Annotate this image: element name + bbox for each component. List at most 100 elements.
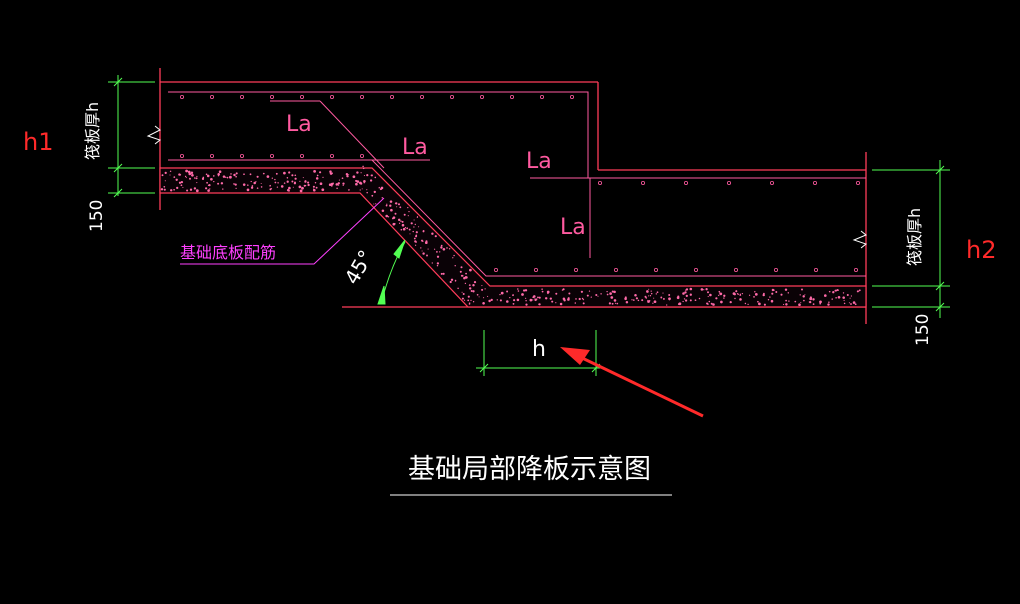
cushion-speckle [465,272,467,275]
cushion-speckle [600,293,602,295]
cushion-speckle [744,302,747,305]
cushion-speckle [266,175,270,178]
cushion-speckle [410,222,413,225]
cushion-speckle [420,247,422,249]
rebar-dot [774,267,779,272]
cushion-speckle [269,184,271,187]
cushion-speckle [397,218,401,222]
cushion-speckle [431,262,433,264]
cushion-speckle [229,175,232,179]
cushion-speckle [387,216,390,218]
cushion-speckle [788,300,790,302]
cushion-speckle [299,189,303,193]
cushion-speckle [413,237,416,240]
cushion-speckle [403,213,406,216]
bottom-rebar-upper [168,159,866,277]
dim-left-tick-3 [113,188,123,198]
cushion-speckle [532,299,534,301]
cushion-speckle [390,208,393,212]
cushion-speckle [758,302,761,306]
cushion-speckle [517,290,520,292]
rebar-dot [654,267,659,272]
rebar-dot [598,180,603,185]
cushion-speckle [715,297,718,300]
rebar-dot [359,153,364,158]
cushion-speckle [625,301,629,304]
cushion-speckle [375,203,377,205]
cushion-speckle [363,182,365,184]
cushion-speckle [500,291,504,295]
cushion-speckle [449,280,452,284]
label-bottom-rebar: 基础底板配筋 [180,243,276,262]
cushion-speckle [373,190,376,194]
cushion-speckle [843,302,846,305]
cushion-speckle [812,303,815,305]
cushion-speckle [356,171,359,174]
cushion-speckle [355,179,358,182]
cushion-speckle [196,175,198,178]
cushion-speckle [613,299,617,302]
cushion-speckle [677,295,680,298]
cushion-speckle [205,187,208,190]
cushion-speckle [454,280,457,282]
cushion-speckle [302,177,304,179]
cushion-speckle [250,186,254,189]
cushion-speckle [436,262,440,265]
cushion-speckle [467,295,470,298]
cushion-speckle [771,292,774,295]
cushion-speckle [413,219,415,221]
break-symbol-left [146,125,162,145]
cushion-layer [159,165,867,308]
cushion-speckle [614,302,617,304]
cushion-speckle [689,293,692,296]
cushion-speckle [608,302,612,305]
cushion-speckle [288,189,290,192]
label-h-dimension: h [532,337,546,362]
cushion-speckle [260,186,263,188]
cushion-speckle [707,296,709,298]
cushion-speckle [464,282,467,285]
cushion-speckle [459,270,462,273]
dimension-left [108,75,155,198]
rebar-dot [389,95,394,100]
cushion-speckle [785,303,788,306]
break-symbol-right [852,230,868,249]
cushion-speckle [218,170,222,173]
cushion-speckle [481,285,483,287]
cushion-speckle [414,223,416,226]
cushion-speckle [413,226,415,228]
cushion-speckle [739,298,742,301]
cushion-speckle [385,214,389,218]
cushion-speckle [322,176,324,178]
cushion-speckle [684,299,688,302]
dim-right-tick-2 [935,281,945,291]
cushion-speckle [262,172,265,175]
cushion-speckle [374,176,377,179]
cushion-speckle [512,294,514,297]
cushion-speckle [496,299,498,301]
cushion-speckle [435,250,438,253]
cushion-speckle [195,177,198,180]
cushion-speckle [463,276,466,280]
cushion-speckle [337,182,340,185]
cushion-speckle [468,284,471,287]
cushion-speckle [736,293,739,295]
cushion-speckle [235,175,237,178]
label-la-2: La [402,135,428,160]
cushion-speckle [732,292,736,295]
cushion-speckle [206,174,210,178]
cushion-speckle [366,191,368,194]
annotation-arrow-head [560,347,590,365]
label-thickness-left: 筏板厚h [83,102,102,160]
cushion-speckle [509,296,511,299]
cushion-speckle [747,303,749,306]
cushion-speckle [534,298,537,302]
cushion-speckle [442,247,446,251]
cushion-speckle [705,288,708,291]
cushion-speckle [831,298,833,300]
cushion-speckle [555,292,558,295]
top-rebar-upper [168,91,866,179]
cushion-speckle [439,251,441,253]
cushion-speckle [321,188,325,192]
cushion-speckle [580,290,584,293]
